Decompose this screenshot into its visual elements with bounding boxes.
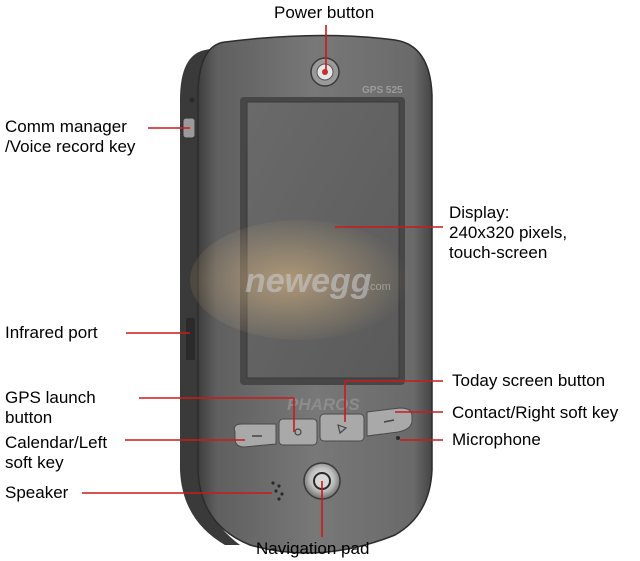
label-microphone: Microphone [452,430,541,449]
svg-text:.com: .com [367,281,391,293]
label-calendar-left-soft: Calendar/Left soft key [5,433,108,472]
speaker-grille [271,481,284,501]
label-contact-right-soft: Contact/Right soft key [452,403,619,422]
label-power-button: Power button [274,3,375,22]
callout-lines [82,25,443,537]
label-navigation-pad: Navigation pad [256,539,370,558]
label-comm-manager: Comm manager /Voice record key [5,117,136,156]
label-display: Display: 240x320 pixels, touch-screen [449,203,568,262]
newegg-watermark: newegg .com [190,220,410,340]
label-infrared-port: Infrared port [5,323,98,342]
hardware-button-row [233,407,413,448]
brand-logo: PHAROS [287,395,360,414]
microphone-hole [396,436,400,440]
svg-text:newegg: newegg [245,262,372,300]
label-speaker: Speaker [5,483,69,502]
label-today-screen: Today screen button [452,371,606,390]
infrared-port-shape [186,318,195,360]
power-button-shape [310,57,340,87]
model-badge: GPS 525 [362,85,403,96]
device-side-edge [180,48,240,545]
label-gps-launch: GPS launch button [5,388,96,427]
